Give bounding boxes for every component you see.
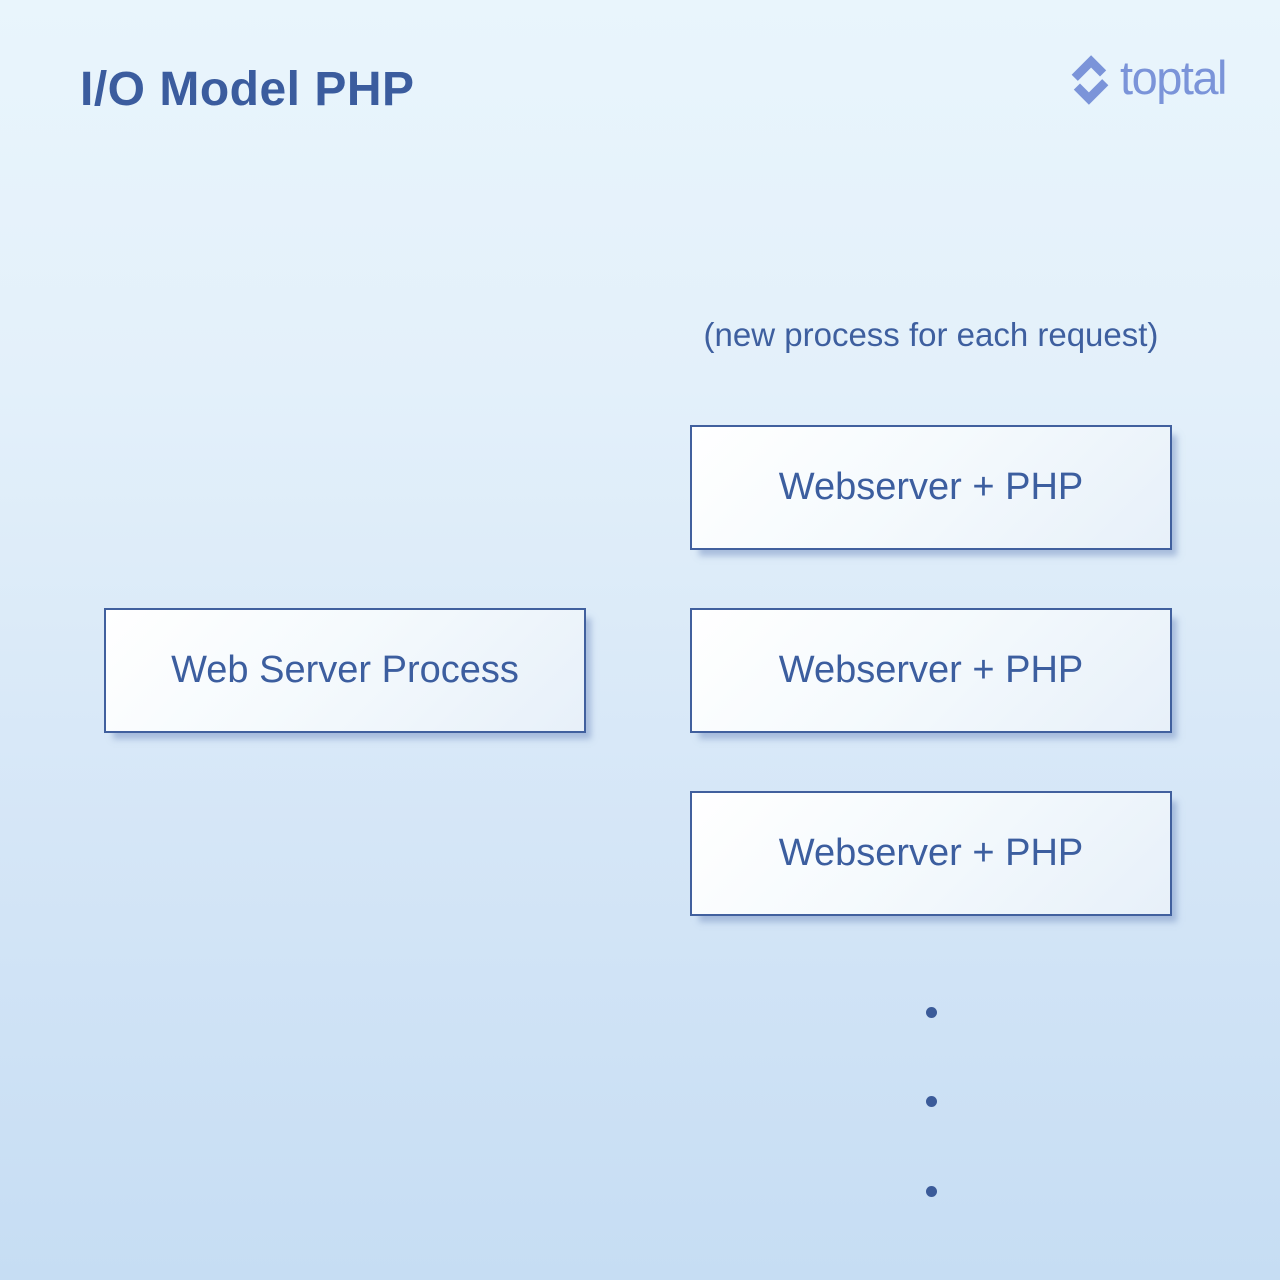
webserver-php-box-3: Webserver + PHP <box>690 791 1172 916</box>
annotation-new-process: (new process for each request) <box>703 316 1159 353</box>
web-server-process-box: Web Server Process <box>104 608 586 733</box>
toptal-wordmark: toptal <box>1120 50 1227 104</box>
webserver-php-label-2: Webserver + PHP <box>778 649 1084 691</box>
web-server-process-label: Web Server Process <box>171 649 519 691</box>
webserver-php-box-2: Webserver + PHP <box>690 608 1172 733</box>
webserver-php-box-1: Webserver + PHP <box>690 425 1172 550</box>
toptal-chevrons-icon <box>1071 55 1109 105</box>
webserver-php-label-3: Webserver + PHP <box>778 832 1084 874</box>
ellipsis-dot <box>926 1186 937 1197</box>
toptal-logo: toptal <box>1066 50 1227 108</box>
ellipsis-dot <box>926 1007 937 1018</box>
page-title: I/O Model PHP <box>80 63 415 116</box>
ellipsis-dot <box>926 1096 937 1107</box>
webserver-php-label-1: Webserver + PHP <box>778 466 1084 508</box>
